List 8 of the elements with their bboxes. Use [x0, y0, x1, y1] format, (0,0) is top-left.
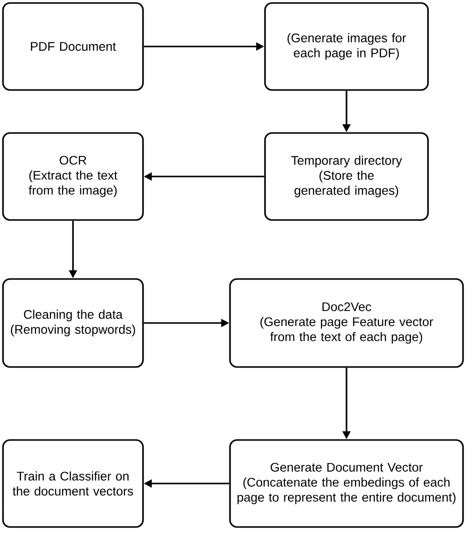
- process-box: OCR (Extract the text from the image): [2, 132, 144, 221]
- process-box: Temporary directory (Store the generated images): [264, 132, 429, 221]
- process-box: Doc2Vec (Generate page Feature vector from the text of each page): [229, 278, 464, 368]
- process-box: Cleaning the data (Removing stopwords): [2, 278, 144, 368]
- process-box: Generate Document Vector (Concatenate the embedings of each page to represent the entire document): [229, 439, 464, 528]
- process-box: PDF Document: [2, 2, 144, 91]
- process-box: Train a Classifier on the document vectors: [2, 439, 144, 528]
- process-box: (Generate images for each page in PDF): [264, 2, 429, 91]
